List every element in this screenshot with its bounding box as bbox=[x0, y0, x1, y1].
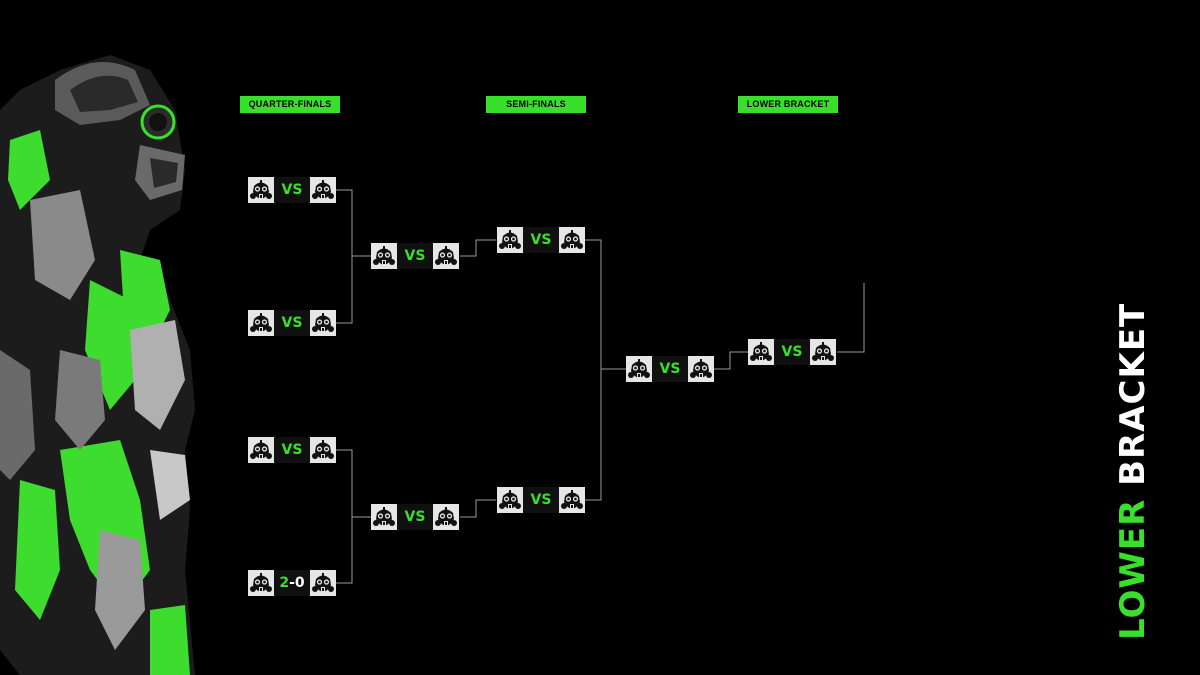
match-vs-label: VS bbox=[274, 437, 310, 463]
gas-mask-icon bbox=[688, 356, 714, 382]
gas-mask-icon bbox=[310, 437, 336, 463]
gas-mask-icon bbox=[248, 437, 274, 463]
gas-mask-icon bbox=[559, 487, 585, 513]
match-vs-label: VS bbox=[397, 243, 433, 269]
gas-mask-icon bbox=[433, 504, 459, 530]
score-team-a: 2 bbox=[279, 575, 290, 591]
gas-mask-icon bbox=[559, 227, 585, 253]
match-round-2-upper[interactable]: VS bbox=[371, 243, 459, 269]
gas-mask-icon bbox=[497, 487, 523, 513]
match-semi-final-1[interactable]: VS bbox=[497, 227, 585, 253]
score-team-b: 0 bbox=[294, 575, 305, 591]
gas-mask-icon bbox=[248, 177, 274, 203]
gas-mask-icon bbox=[433, 243, 459, 269]
gas-mask-icon bbox=[748, 339, 774, 365]
match-semi-final-2[interactable]: VS bbox=[497, 487, 585, 513]
gas-mask-icon bbox=[310, 177, 336, 203]
match-vs-label: VS bbox=[523, 227, 559, 253]
bracket-title: LOWER BRACKET bbox=[1098, 303, 1168, 640]
gas-mask-icon bbox=[248, 570, 274, 596]
match-score: 2-0 bbox=[274, 570, 310, 596]
gas-mask-icon bbox=[310, 570, 336, 596]
bracket-title-word-bracket: BRACKET bbox=[1113, 302, 1153, 486]
match-quarter-final-1[interactable]: VS bbox=[248, 177, 336, 203]
match-vs-label: VS bbox=[774, 339, 810, 365]
score-separator: - bbox=[289, 575, 295, 591]
match-vs-label: VS bbox=[652, 356, 688, 382]
match-quarter-final-3[interactable]: VS bbox=[248, 437, 336, 463]
round-label-quarter-finals: QUARTER-FINALS bbox=[240, 96, 340, 113]
soldier-illustration bbox=[0, 55, 195, 675]
match-lower-bracket-final[interactable]: VS bbox=[748, 339, 836, 365]
match-round-4[interactable]: VS bbox=[626, 356, 714, 382]
match-quarter-final-4[interactable]: 2-0 bbox=[248, 570, 336, 596]
match-vs-label: VS bbox=[274, 310, 310, 336]
gas-mask-icon bbox=[248, 310, 274, 336]
match-round-2-lower[interactable]: VS bbox=[371, 504, 459, 530]
gas-mask-icon bbox=[626, 356, 652, 382]
match-vs-label: VS bbox=[274, 177, 310, 203]
match-vs-label: VS bbox=[523, 487, 559, 513]
gas-mask-icon bbox=[810, 339, 836, 365]
match-quarter-final-2[interactable]: VS bbox=[248, 310, 336, 336]
round-label-lower-bracket-final: LOWER BRACKET FINAL bbox=[738, 96, 838, 126]
gas-mask-icon bbox=[371, 243, 397, 269]
round-label-semi-finals: SEMI-FINALS bbox=[486, 96, 586, 113]
match-vs-label: VS bbox=[397, 504, 433, 530]
gas-mask-icon bbox=[371, 504, 397, 530]
gas-mask-icon bbox=[310, 310, 336, 336]
bracket-title-word-lower: LOWER bbox=[1113, 498, 1153, 640]
gas-mask-icon bbox=[497, 227, 523, 253]
